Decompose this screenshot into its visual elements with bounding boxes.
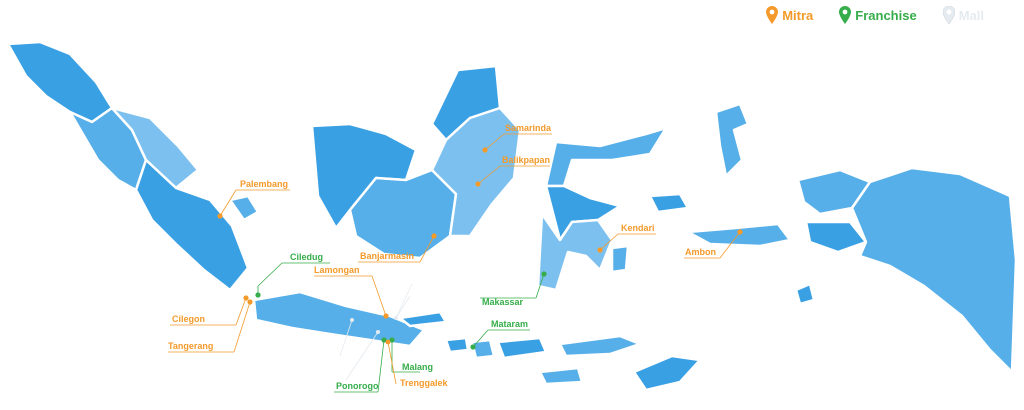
map-pin-icon [431, 233, 437, 239]
island-kei-aru[interactable] [794, 282, 816, 306]
city-lamongan[interactable]: Lamongan [314, 265, 389, 319]
map-pin-icon [475, 181, 481, 187]
island-sumatra-north[interactable] [6, 40, 114, 124]
city-mataram[interactable]: Mataram [470, 319, 530, 350]
city-label-tangerang: Tangerang [168, 341, 213, 351]
city-label-cilegon: Cilegon [172, 314, 205, 324]
island-java[interactable] [252, 290, 426, 348]
island-papua-head[interactable] [804, 220, 868, 254]
island-sumba[interactable] [538, 366, 584, 386]
legend-third[interactable]: Mall [942, 6, 984, 24]
map-pin-icon [482, 147, 488, 153]
map-pin-icon [255, 292, 261, 298]
map-pin-icon [766, 6, 779, 24]
map-legend: Mitra Franchise Mall [766, 6, 984, 24]
city-trenggalek[interactable]: Trenggalek [385, 339, 449, 388]
legend-mitra-label: Mitra [782, 7, 814, 23]
city-label-ciledug: Ciledug [290, 252, 323, 262]
city-label-mataram: Mataram [491, 319, 528, 329]
map-pin-icon [839, 6, 852, 24]
city-label-lamongan: Lamongan [314, 265, 360, 275]
city-label-kendari: Kendari [621, 223, 655, 233]
island-kalimantan-east[interactable] [430, 106, 522, 238]
map-pin-icon [597, 247, 603, 253]
city-ciledug[interactable]: Ciledug [255, 252, 330, 298]
island-timor[interactable] [632, 354, 702, 392]
island-sumatra-south[interactable] [134, 158, 250, 292]
island-lombok[interactable] [470, 338, 496, 360]
map-pin-icon [737, 229, 743, 235]
island-sulawesi-north[interactable] [544, 126, 668, 188]
city-cilegon[interactable]: Cilegon [170, 295, 249, 326]
legend-franchise-label: Franchise [855, 7, 917, 23]
map-pin-icon [541, 271, 547, 277]
island-sumbawa[interactable] [496, 336, 548, 360]
faint-markers [339, 283, 413, 381]
city-label-trenggalek: Trenggalek [400, 378, 449, 388]
island-bangka[interactable] [228, 194, 260, 222]
legend-third-label: Mall [958, 7, 984, 23]
islands [6, 40, 1018, 392]
island-seram[interactable] [686, 222, 792, 248]
map-pin-icon [389, 337, 395, 343]
city-label-samarinda: Samarinda [505, 123, 552, 133]
city-label-banjarmasin: Banjarmasin [360, 251, 414, 261]
map-pin-icon [383, 313, 389, 319]
island-madura[interactable] [398, 310, 448, 328]
island-bali[interactable] [444, 336, 470, 354]
city-label-makassar: Makassar [482, 297, 524, 307]
island-sulawesi-south[interactable] [536, 212, 614, 292]
island-sumatra-center[interactable] [110, 106, 200, 190]
map-pin-icon [381, 337, 387, 343]
legend-mitra[interactable]: Mitra [766, 6, 813, 24]
city-kendari[interactable]: Kendari [597, 223, 656, 253]
city-tangerang[interactable]: Tangerang [168, 299, 253, 353]
city-palembang[interactable]: Palembang [217, 179, 290, 219]
map-pin-icon [470, 344, 476, 350]
city-ambon[interactable]: Ambon [684, 229, 743, 259]
island-buru[interactable] [648, 192, 690, 214]
city-makassar[interactable]: Makassar [480, 271, 547, 307]
city-ponorogo[interactable]: Ponorogo [334, 337, 387, 393]
city-label-ambon: Ambon [685, 247, 716, 257]
city-label-malang: Malang [402, 362, 433, 372]
map-pin-icon [385, 339, 391, 345]
city-banjarmasin[interactable]: Banjarmasin [358, 233, 437, 263]
city-balikpapan[interactable]: Balikpapan [475, 155, 550, 187]
city-label-balikpapan: Balikpapan [502, 155, 550, 165]
map-pin-icon [217, 213, 223, 219]
city-label-palembang: Palembang [240, 179, 288, 189]
map-pin-icon [942, 6, 955, 24]
city-malang[interactable]: Malang [389, 337, 433, 373]
city-label-ponorogo: Ponorogo [336, 381, 379, 391]
city-samarinda[interactable]: Samarinda [482, 123, 552, 153]
island-buton[interactable] [610, 244, 630, 274]
island-halmahera[interactable] [714, 102, 750, 178]
island-flores[interactable] [558, 334, 642, 358]
island-papua[interactable] [850, 166, 1018, 374]
map-pin-icon [243, 295, 249, 301]
map-pin-icon [247, 299, 253, 305]
legend-franchise[interactable]: Franchise [839, 6, 917, 24]
city-markers: Palembang Samarinda Balikpapan Banjarmas… [168, 123, 743, 393]
